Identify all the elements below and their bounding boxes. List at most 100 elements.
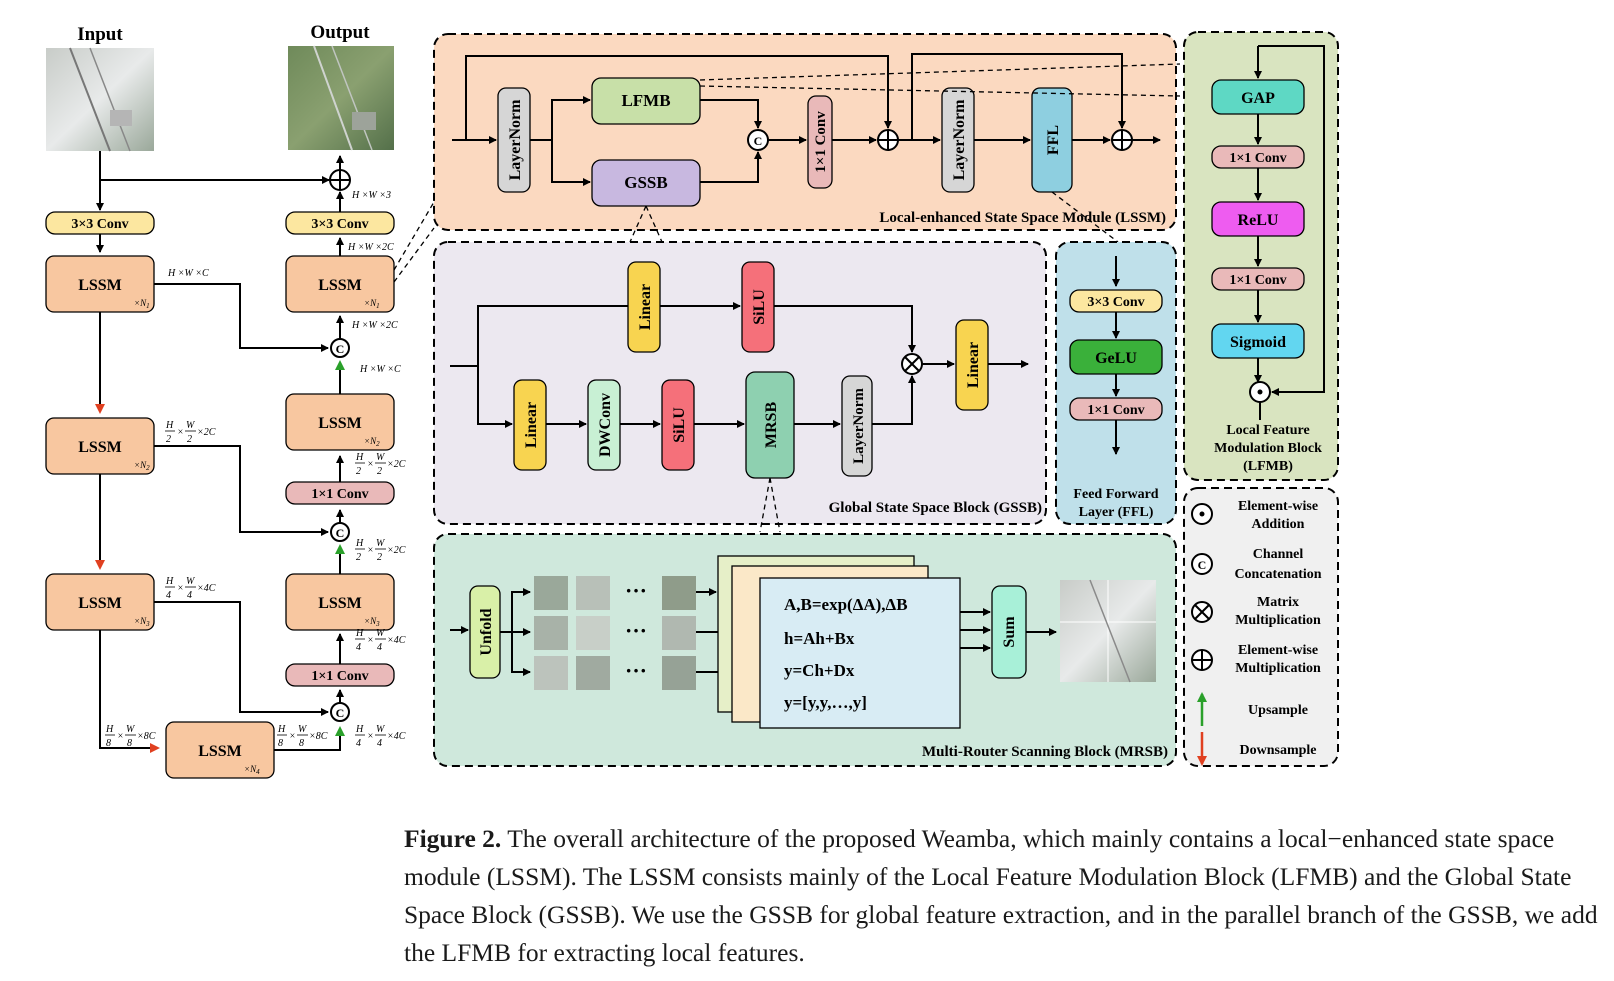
svg-text:C: C <box>754 134 763 148</box>
svg-text:1×1 Conv: 1×1 Conv <box>1087 403 1144 418</box>
svg-text:3×3 Conv: 3×3 Conv <box>71 217 128 232</box>
svg-text:FFL: FFL <box>1045 125 1062 155</box>
decoder-lssm-2: LSSM ×N2 <box>285 393 395 451</box>
svg-text:LSSM: LSSM <box>78 439 122 456</box>
svg-text:ReLU: ReLU <box>1238 212 1279 229</box>
svg-text:···: ··· <box>625 578 647 603</box>
legend-element-wise-multiplication: Element-wise Multiplication <box>1191 643 1321 676</box>
svg-text:H ×W ×2C: H ×W ×2C <box>351 320 398 331</box>
svg-text:W: W <box>376 628 386 639</box>
svg-text:×N1: ×N1 <box>134 298 150 310</box>
svg-text:×: × <box>177 583 184 594</box>
figure-caption-text: The overall architecture of the proposed… <box>404 824 1598 967</box>
lssm-conv1: 1×1 Conv <box>807 95 833 189</box>
gssb-linear-out: Linear <box>955 319 989 411</box>
gssb-silu-bottom: SiLU <box>661 379 695 471</box>
svg-text:8: 8 <box>106 738 111 749</box>
svg-text:H ×W ×C: H ×W ×C <box>359 364 401 375</box>
svg-text:Downsample: Downsample <box>1239 743 1316 758</box>
svg-text:×N4: ×N4 <box>244 764 260 776</box>
mrsb-block: Multi-Router Scanning Block (MRSB) Unfol… <box>433 533 1177 767</box>
encoder-lssm-3: LSSM ×N3 <box>45 573 155 631</box>
svg-text:Unfold: Unfold <box>478 608 495 655</box>
svg-text:8: 8 <box>299 738 304 749</box>
svg-text:LSSM: LSSM <box>78 277 122 294</box>
svg-text:H: H <box>355 724 364 735</box>
svg-text:GeLU: GeLU <box>1095 350 1137 367</box>
gssb-dwconv: DWConv <box>587 379 621 471</box>
lfmb-title-line1: Local Feature <box>1226 423 1309 438</box>
mrsb-block-title: Multi-Router Scanning Block (MRSB) <box>922 744 1168 760</box>
svg-text:GSSB: GSSB <box>624 173 667 192</box>
svg-text:y=[y,y,…,y]: y=[y,y,…,y] <box>784 693 867 712</box>
lfmb-title-line2: Modulation Block <box>1214 441 1322 456</box>
output-label: Output <box>310 22 370 43</box>
svg-text:×4C: ×4C <box>387 635 406 646</box>
svg-text:Multiplication: Multiplication <box>1235 613 1321 628</box>
gssb-block-title: Global State Space Block (GSSB) <box>829 500 1042 516</box>
legend-upsample: Upsample <box>1197 692 1308 726</box>
figure-caption: Figure 2. The overall architecture of th… <box>404 820 1604 972</box>
svg-text:×: × <box>367 635 374 646</box>
svg-text:×N2: ×N2 <box>134 460 150 472</box>
patch-row-1: ··· <box>534 576 696 610</box>
svg-text:DWConv: DWConv <box>597 393 614 457</box>
decoder-conv1-a: 1×1 Conv <box>285 481 395 505</box>
gssb-linear-bottom: Linear <box>513 379 547 471</box>
svg-text:×2C: ×2C <box>387 459 406 470</box>
svg-text:LayerNorm: LayerNorm <box>851 388 867 464</box>
svg-text:LSSM: LSSM <box>78 595 122 612</box>
encoder-conv3-box: 3×3 Conv <box>45 211 155 235</box>
svg-text:2: 2 <box>377 466 382 477</box>
decoder-lssm-3: LSSM ×N3 <box>285 573 395 631</box>
input-image <box>46 47 154 152</box>
svg-text:MRSB: MRSB <box>763 402 780 449</box>
gssb-matmul <box>901 353 923 375</box>
svg-text:×N3: ×N3 <box>364 616 380 628</box>
lfmb-block: GAP 1×1 Conv ReLU 1×1 Conv Sigmoid Local… <box>1183 31 1339 481</box>
ffl-block: 3×3 Conv GeLU 1×1 Conv Feed Forward Laye… <box>1055 241 1177 525</box>
ffl-conv3: 3×3 Conv <box>1069 289 1163 313</box>
lfmb-box: LFMB <box>591 77 701 125</box>
svg-text:×2C: ×2C <box>387 545 406 556</box>
svg-text:Concatenation: Concatenation <box>1234 567 1321 582</box>
ffl-conv1: 1×1 Conv <box>1069 397 1163 421</box>
svg-text:×: × <box>367 459 374 470</box>
svg-text:H: H <box>355 452 364 463</box>
lssm-add-1 <box>877 129 899 151</box>
gssb-block: Global State Space Block (GSSB) Linear S… <box>433 241 1047 533</box>
svg-text:Sum: Sum <box>1001 616 1018 648</box>
svg-text:1×1 Conv: 1×1 Conv <box>1229 151 1286 166</box>
svg-text:Linear: Linear <box>965 342 982 388</box>
encoder-lssm-2: LSSM ×N2 <box>45 417 155 475</box>
svg-text:4: 4 <box>356 642 361 653</box>
svg-text:×N2: ×N2 <box>364 436 380 448</box>
svg-text:×: × <box>177 427 184 438</box>
svg-text:×N3: ×N3 <box>134 616 150 628</box>
svg-text:GAP: GAP <box>1241 90 1275 107</box>
svg-text:Element-wise: Element-wise <box>1238 643 1318 658</box>
svg-text:LayerNorm: LayerNorm <box>507 99 524 181</box>
svg-text:Multiplication: Multiplication <box>1235 661 1321 676</box>
encoder-lssm-1: LSSM ×N1 <box>45 255 155 313</box>
svg-text:4: 4 <box>356 738 361 749</box>
svg-text:LFMB: LFMB <box>621 91 670 110</box>
ffl-box: FFL <box>1031 87 1073 193</box>
decoder-concat-2: C <box>330 338 350 358</box>
svg-text:3×3 Conv: 3×3 Conv <box>1087 295 1144 310</box>
mrsb-unfold: Unfold <box>469 585 501 679</box>
lssm-add-2 <box>1111 129 1133 151</box>
output-add-symbol <box>329 169 351 191</box>
svg-text:×: × <box>367 731 374 742</box>
svg-text:Upsample: Upsample <box>1248 703 1308 718</box>
svg-text:···: ··· <box>625 658 647 683</box>
svg-text:Matrix: Matrix <box>1257 595 1299 610</box>
svg-text:4: 4 <box>166 590 171 601</box>
lfmb-hadamard <box>1249 381 1271 403</box>
svg-text:LSSM: LSSM <box>318 595 362 612</box>
gssb-linear-top: Linear <box>627 261 661 353</box>
decoder-concat-4: C <box>330 702 350 722</box>
svg-text:W: W <box>126 724 136 735</box>
svg-text:4: 4 <box>377 738 382 749</box>
svg-text:SiLU: SiLU <box>751 289 768 325</box>
